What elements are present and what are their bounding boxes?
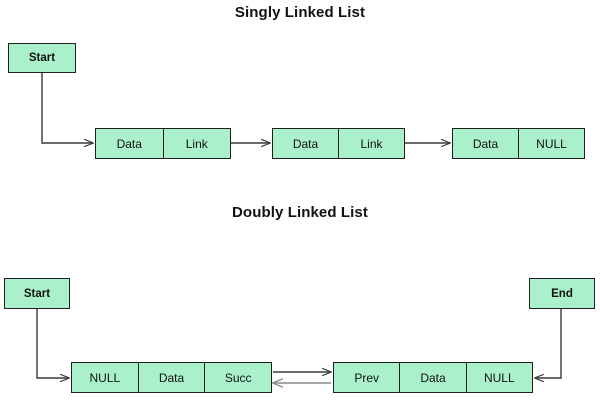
- dll-end-label: End: [551, 287, 573, 300]
- dll-node1-cell-succ: Succ: [224, 370, 252, 385]
- dll-end-box: End: [529, 278, 595, 309]
- connector-dll-start-to-node1: [36, 309, 69, 378]
- sll-node: Data Link: [272, 128, 405, 159]
- sll-start-box: Start: [8, 43, 76, 73]
- sll-node3-cell-data: Data: [453, 129, 519, 158]
- dll-start-box: Start: [4, 278, 70, 309]
- dll-node: Prev Data NULL: [333, 362, 533, 393]
- connector-start-to-node1: [41, 72, 93, 143]
- dll-node1-cell-data: Data: [139, 363, 206, 392]
- sll-start-label: Start: [28, 52, 56, 64]
- dll-node1-cell-null: NULL: [72, 363, 139, 392]
- sll-node1-cell-link: Link: [185, 136, 208, 151]
- dll-start-label: Start: [23, 287, 51, 300]
- dll-node2-cell-data: Data: [400, 363, 467, 392]
- dll-node: NULL Data Succ: [71, 362, 272, 393]
- connector-dll-end-to-node2: [535, 309, 562, 378]
- sll-node2-cell-data: Data: [273, 129, 339, 158]
- section-title-singly: Singly Linked List: [234, 4, 366, 21]
- sll-node2-cell-link: Link: [360, 136, 383, 151]
- sll-node3-cell-null: NULL: [536, 136, 567, 151]
- dll-node2-cell-null: NULL: [483, 370, 515, 385]
- sll-node1-cell-data: Data: [96, 129, 164, 158]
- sll-node: Data Link: [95, 128, 231, 159]
- sll-node: Data NULL: [452, 128, 585, 159]
- section-title-doubly: Doubly Linked List: [232, 204, 368, 221]
- dll-node2-cell-prev: Prev: [334, 363, 401, 392]
